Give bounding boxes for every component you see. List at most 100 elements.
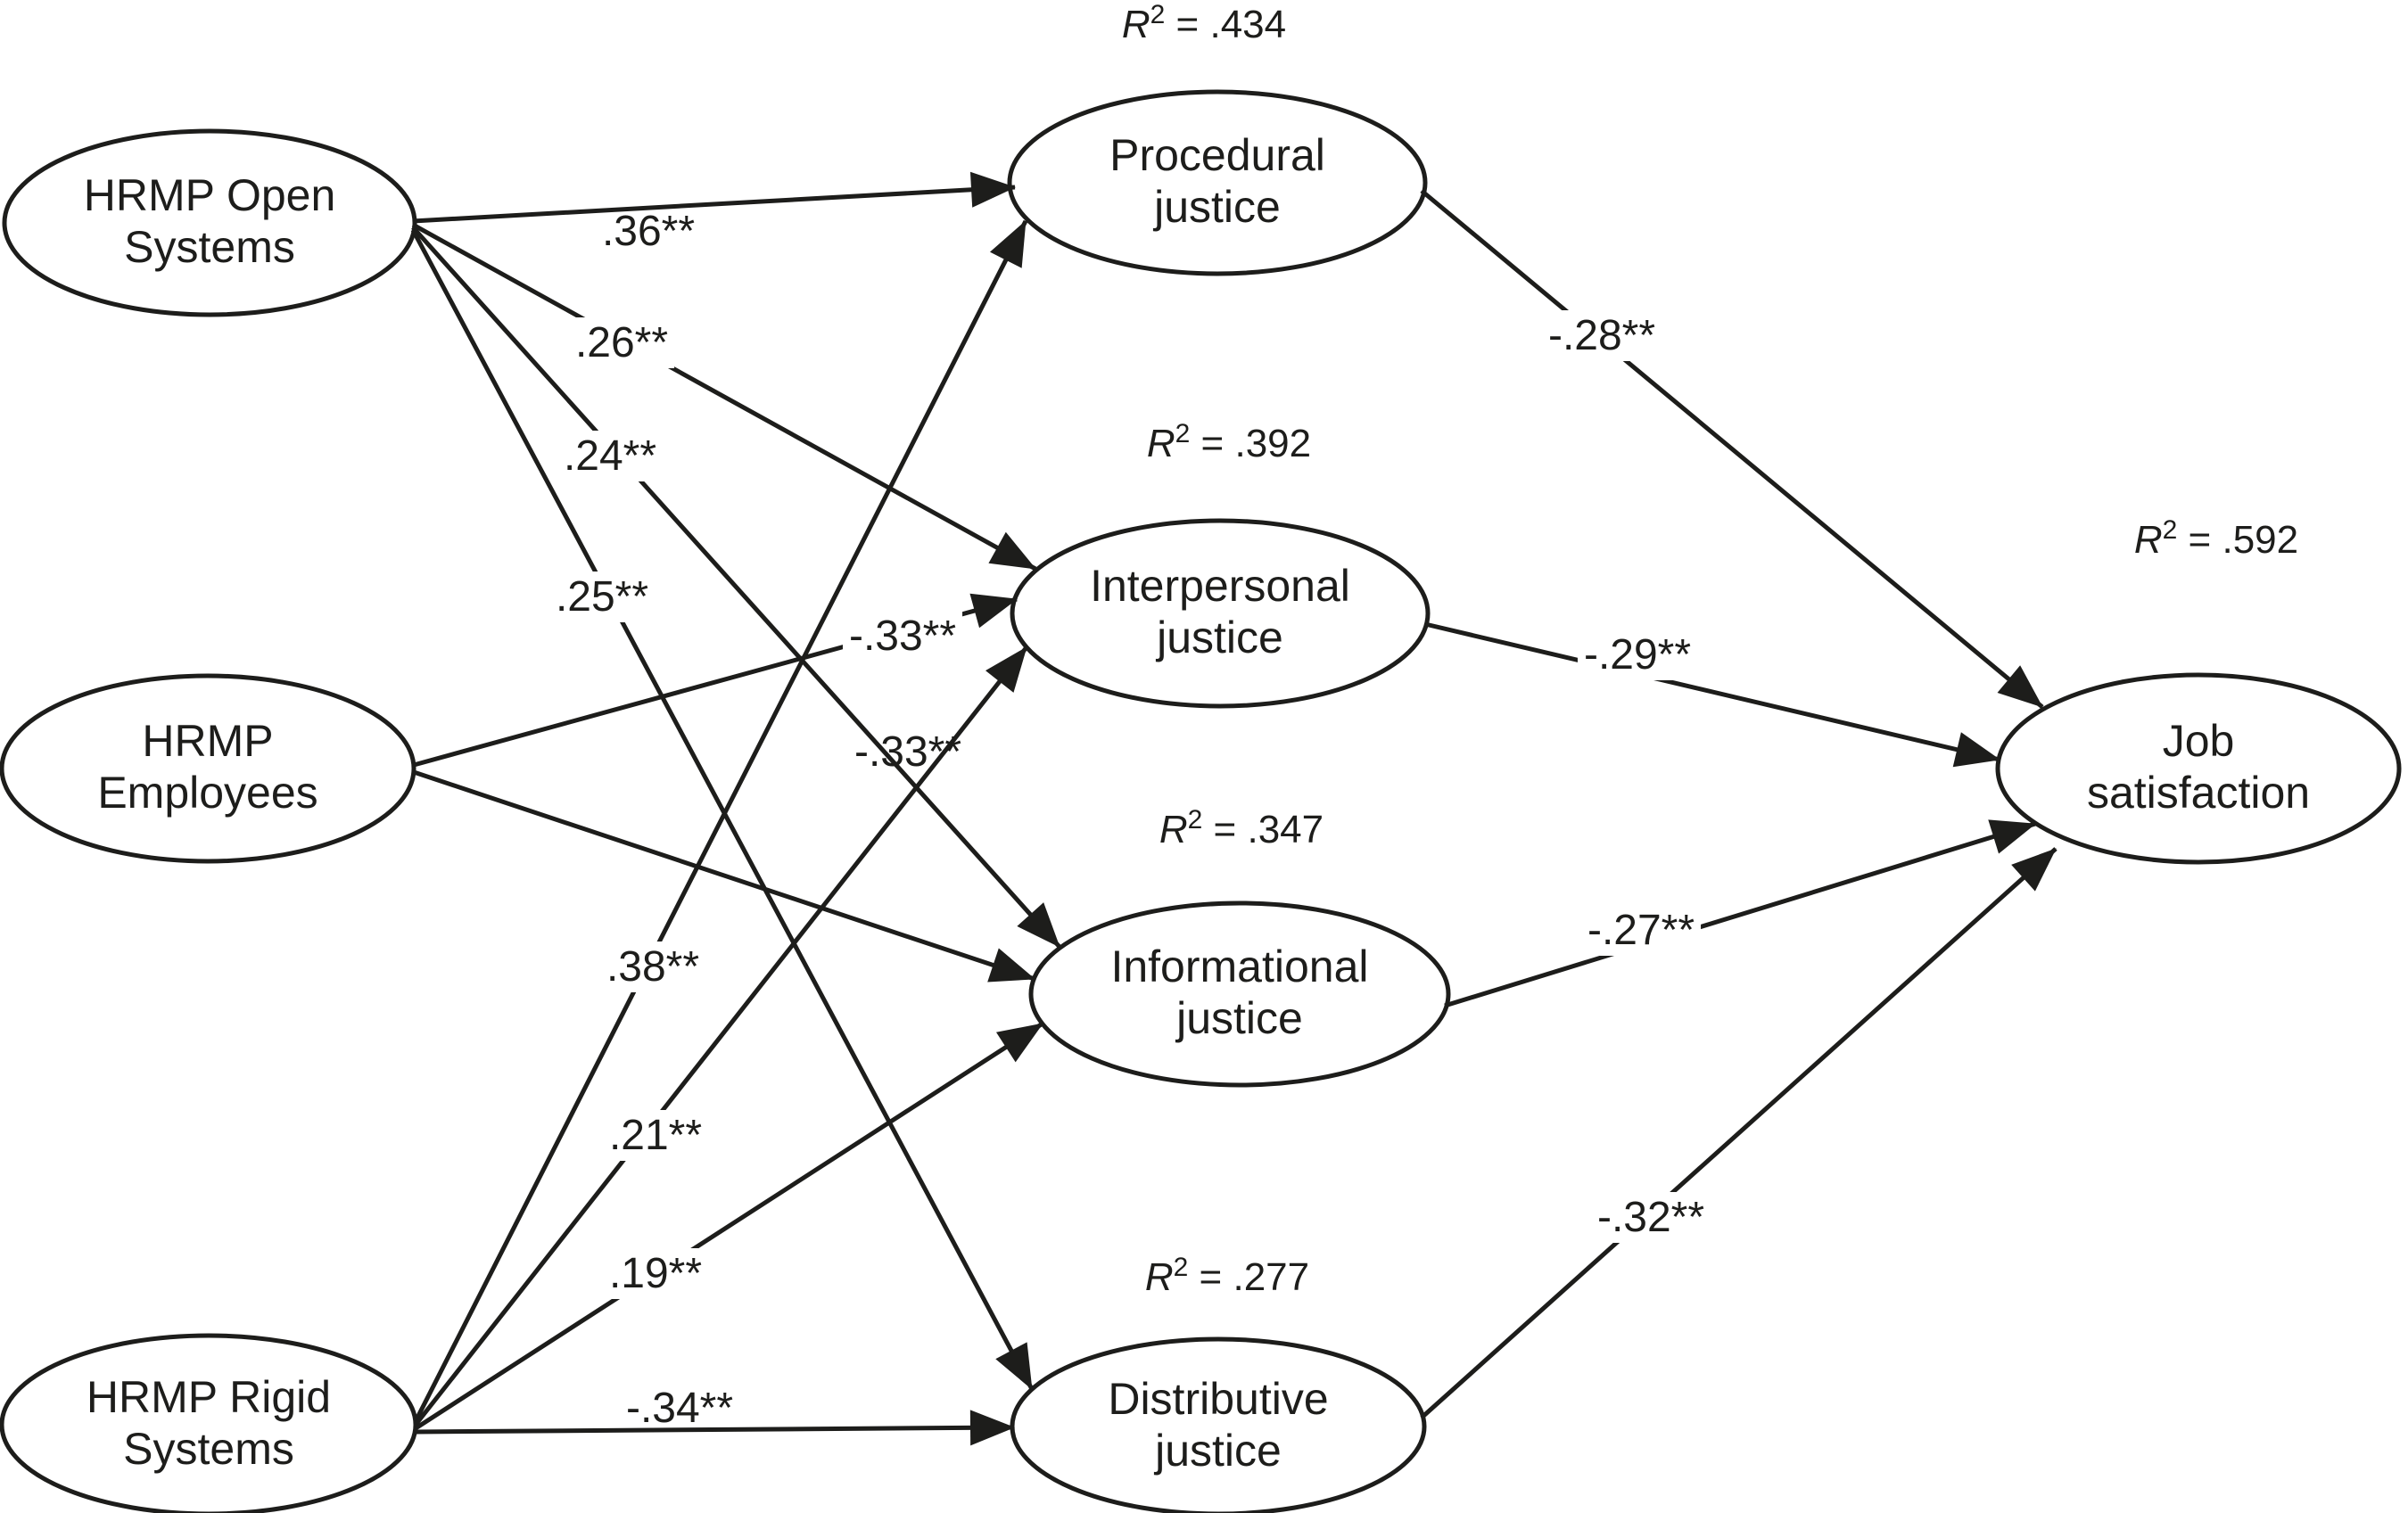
node-job-satisfaction-ellipse <box>1995 672 2402 865</box>
path-hrmp-open-systems-to-interpersonal-justice <box>411 222 1037 571</box>
path-coefficient-hrmp-open-systems-to-procedural-justice: .36** <box>602 208 695 255</box>
node-interpersonal-justice-label-line2: justice <box>1155 613 1283 662</box>
r2-symbol: R <box>1145 1255 1174 1299</box>
node-hrmp-rigid-systems-label-line1: HRMP Rigid <box>87 1372 331 1422</box>
r2-exponent: 2 <box>1174 1253 1189 1282</box>
r2-distributive-justice: R2 = .277 <box>1145 1253 1309 1299</box>
path-coefficient-hrmp-open-systems-to-interpersonal-justice: .26** <box>575 319 668 366</box>
path-label-backing <box>557 431 664 481</box>
path-coefficient-hrmp-rigid-systems-to-distributive-justice: -.34** <box>626 1385 733 1432</box>
r2-procedural-justice: R2 = .434 <box>1122 0 1286 46</box>
path-label-group-procedural-justice-to-job-satisfaction: -.28** <box>1541 310 1662 361</box>
path-coefficient-informational-justice-to-job-satisfaction: -.27** <box>1587 907 1695 954</box>
path-label-backing <box>602 1248 709 1299</box>
path-hrmp-rigid-systems-to-interpersonal-justice <box>414 645 1028 1427</box>
path-label-group-hrmp-open-systems-to-interpersonal-justice: .26** <box>568 317 675 368</box>
node-hrmp-open-systems-label-line1: HRMP Open <box>84 170 336 220</box>
path-label-group-informational-justice-to-job-satisfaction: -.27** <box>1580 905 1702 956</box>
path-label-backing <box>599 942 706 992</box>
node-informational-justice-label-line2: justice <box>1175 993 1303 1043</box>
path-hrmp-open-systems-to-informational-justice <box>411 226 1061 949</box>
node-hrmp-employees-label-line1: HRMP <box>142 716 273 766</box>
node-job-satisfaction-label-line2: satisfaction <box>2087 768 2310 818</box>
path-label-backing <box>842 611 963 662</box>
path-label-backing <box>1580 905 1702 956</box>
r2-value-job-satisfaction: .592 <box>2222 518 2298 562</box>
r2-value-procedural-justice: .434 <box>1209 3 1286 46</box>
r2-equals: = <box>1202 808 1247 851</box>
r2-value-interpersonal-justice: .392 <box>1234 422 1311 465</box>
path-label-group-hrmp-rigid-systems-to-informational-justice: .19** <box>602 1248 709 1299</box>
node-distributive-justice-label-line1: Distributive <box>1108 1374 1328 1424</box>
path-label-backing <box>568 317 675 368</box>
node-interpersonal-justice-label-line1: Interpersonal <box>1090 561 1350 611</box>
path-label-group-hrmp-open-systems-to-procedural-justice: .36** <box>602 208 695 255</box>
r2-value-distributive-justice: .277 <box>1233 1255 1309 1299</box>
path-label-backing <box>1590 1192 1711 1243</box>
path-label-group-hrmp-employees-to-interpersonal-justice: -.33** <box>842 611 963 662</box>
path-label-group-interpersonal-justice-to-job-satisfaction: -.29** <box>1577 629 1698 680</box>
path-coefficient-hrmp-open-systems-to-distributive-justice: .25** <box>556 573 648 621</box>
path-label-group-distributive-justice-to-job-satisfaction: -.32** <box>1590 1192 1711 1243</box>
path-coefficient-interpersonal-justice-to-job-satisfaction: -.29** <box>1584 631 1691 678</box>
path-hrmp-rigid-systems-to-informational-justice <box>414 1021 1044 1431</box>
r2-job-satisfaction: R2 = .592 <box>2134 515 2298 562</box>
path-coefficient-hrmp-rigid-systems-to-informational-justice: .19** <box>609 1250 702 1297</box>
node-procedural-justice-label-line2: justice <box>1152 182 1281 232</box>
node-hrmp-employees-ellipse <box>0 673 416 864</box>
path-label-group-hrmp-rigid-systems-to-distributive-justice: -.34** <box>626 1385 733 1432</box>
node-procedural-justice-label-line1: Procedural <box>1109 130 1325 180</box>
node-distributive-justice-label-line2: justice <box>1153 1426 1282 1476</box>
r2-interpersonal-justice: R2 = .392 <box>1147 419 1311 465</box>
node-hrmp-open-systems-label-line2: Systems <box>124 222 295 272</box>
r2-symbol: R <box>2134 518 2163 562</box>
r2-exponent: 2 <box>2163 515 2178 545</box>
path-coefficient-hrmp-rigid-systems-to-interpersonal-justice: .21** <box>609 1112 702 1159</box>
r2-equals: = <box>2177 518 2222 562</box>
path-hrmp-employees-to-informational-justice <box>413 769 1035 983</box>
path-hrmp-rigid-systems-to-procedural-justice <box>413 219 1028 1423</box>
path-coefficient-hrmp-rigid-systems-to-procedural-justice: .38** <box>606 943 699 991</box>
path-label-group-hrmp-open-systems-to-distributive-justice: .25** <box>548 571 656 622</box>
r2-informational-justice: R2 = .347 <box>1159 805 1324 851</box>
path-label-backing <box>548 571 656 622</box>
node-hrmp-employees-label-line2: Employees <box>97 768 317 818</box>
r2-exponent: 2 <box>1188 805 1203 835</box>
path-label-group-hrmp-open-systems-to-informational-justice: .24** <box>557 431 664 481</box>
path-label-backing <box>1577 629 1698 680</box>
r2-symbol: R <box>1147 422 1175 465</box>
path-informational-justice-to-job-satisfaction <box>1444 819 2036 1008</box>
r2-exponent: 2 <box>1150 0 1166 29</box>
r2-symbol: R <box>1159 808 1188 851</box>
r2-equals: = <box>1188 1255 1233 1299</box>
r2-value-informational-justice: .347 <box>1247 808 1324 851</box>
node-informational-justice-ellipse <box>1028 900 1451 1088</box>
node-informational-justice-label-line1: Informational <box>1110 942 1368 991</box>
r2-symbol: R <box>1122 3 1150 46</box>
path-label-group-hrmp-rigid-systems-to-interpersonal-justice: .21** <box>602 1110 709 1161</box>
path-coefficient-hrmp-open-systems-to-informational-justice: .24** <box>564 432 656 480</box>
path-coefficient-hrmp-employees-to-interpersonal-justice: -.33** <box>849 613 956 660</box>
node-job-satisfaction-label-line1: Job <box>2163 716 2235 766</box>
path-label-group-hrmp-rigid-systems-to-procedural-justice: .38** <box>599 942 706 992</box>
path-hrmp-open-systems-to-procedural-justice <box>412 171 1016 224</box>
path-hrmp-rigid-systems-to-distributive-justice <box>415 1410 1015 1446</box>
path-coefficient-procedural-justice-to-job-satisfaction: -.28** <box>1548 312 1655 359</box>
path-procedural-justice-to-job-satisfaction <box>1420 189 2044 709</box>
path-coefficient-distributive-justice-to-job-satisfaction: -.32** <box>1597 1194 1704 1241</box>
node-hrmp-rigid-systems-label-line2: Systems <box>123 1424 294 1474</box>
path-label-group-hrmp-employees-to-informational-justice: -.33** <box>854 728 961 776</box>
path-label-backing <box>1541 310 1662 361</box>
path-distributive-justice-to-job-satisfaction <box>1420 847 2058 1419</box>
path-interpersonal-justice-to-job-satisfaction <box>1424 621 2000 768</box>
r2-exponent: 2 <box>1175 419 1191 448</box>
